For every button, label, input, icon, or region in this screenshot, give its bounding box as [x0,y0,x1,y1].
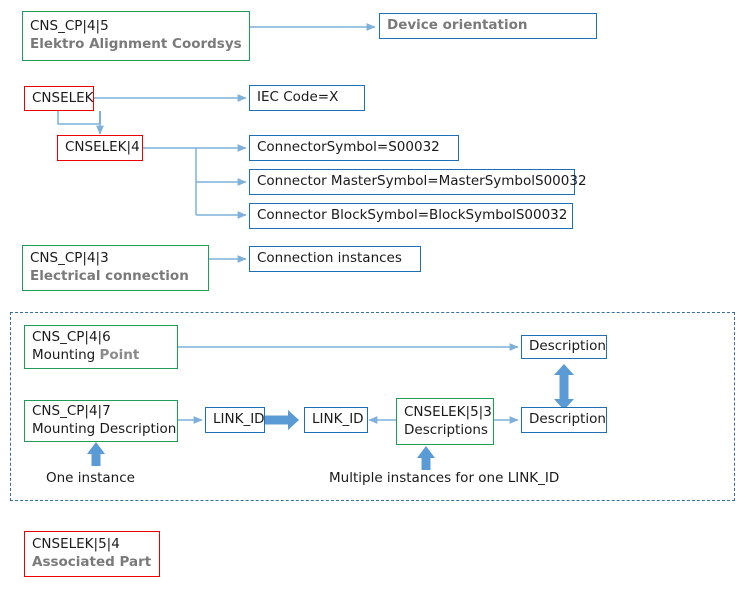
node-link-id-right[interactable]: LINK_ID [304,407,368,433]
node-cns-cp-4-6-line2-gray: Point [99,347,140,363]
node-connector-block-symbol-label: Connector BlockSymbol=BlockSymbolS00032 [257,207,568,224]
node-iec-code-label: IEC Code=X [257,89,339,106]
node-cns-cp-4-7-line1: CNS_CP|4|7 [32,403,111,420]
node-device-orientation[interactable]: Device orientation [379,13,597,39]
node-cns-cp-4-5-line1: CNS_CP|4|5 [30,18,109,35]
wire-cnselek-to-cnselek4 [57,111,104,135]
node-description-bottom-label: Description [529,411,606,428]
node-cnselek-5-3-line2: Descriptions [404,421,488,438]
node-cns-cp-4-5-line2: Elektro Alignment Coordsys [30,36,242,52]
node-cnselek-5-4-line2: Associated Part [32,554,152,570]
node-cnselek-4-label: CNSELEK|4 [65,139,140,156]
node-cns-cp-4-6-line1: CNS_CP|4|6 [32,329,111,346]
node-cns-cp-4-6-line2: Mounting Point [32,347,171,365]
node-description-top-label: Description [529,338,606,355]
node-description-top[interactable]: Description [521,335,607,359]
multiple-instances-up-arrow [417,446,435,470]
dashed-group-frame [10,312,735,501]
caption-one-instance: One instance [46,470,135,486]
node-cns-cp-4-3[interactable]: CNS_CP|4|3 Electrical connection [22,245,209,291]
node-cnselek-5-3-line1: CNSELEK|5|3 [404,403,492,420]
node-cnselek[interactable]: CNSELEK [24,86,94,111]
node-cnselek-5-4[interactable]: CNSELEK|5|4 Associated Part [24,531,160,577]
node-connector-symbol-label: ConnectorSymbol=S00032 [257,139,440,156]
node-connection-instances[interactable]: Connection instances [249,246,421,272]
one-instance-up-arrow [87,442,105,466]
node-connection-instances-label: Connection instances [257,250,402,267]
node-cnselek-label: CNSELEK [32,89,94,106]
description-bidirectional-arrow [554,364,574,410]
node-cns-cp-4-6-line2-dark: Mounting [32,347,96,363]
node-cnselek-5-3[interactable]: CNSELEK|5|3 Descriptions [396,398,494,445]
link-id-bidirectional-arrow [241,410,299,430]
node-connector-block-symbol[interactable]: Connector BlockSymbol=BlockSymbolS00032 [249,203,573,229]
node-cns-cp-4-3-line1: CNS_CP|4|3 [30,250,109,267]
node-iec-code[interactable]: IEC Code=X [249,85,365,111]
node-connector-symbol[interactable]: ConnectorSymbol=S00032 [249,135,459,161]
node-cns-cp-4-6[interactable]: CNS_CP|4|6 Mounting Point [24,325,178,369]
node-cns-cp-4-7-line2: Mounting Description [32,421,177,437]
node-cns-cp-4-3-line2: Electrical connection [30,268,189,284]
node-description-bottom[interactable]: Description [521,407,607,433]
caption-multiple-instances: Multiple instances for one LINK_ID [329,470,560,486]
node-cnselek-4[interactable]: CNSELEK|4 [57,135,143,161]
node-cnselek-5-4-line1: CNSELEK|5|4 [32,536,120,553]
node-link-id-right-label: LINK_ID [312,411,364,428]
node-connector-master-symbol[interactable]: Connector MasterSymbol=MasterSymbolS0003… [249,169,587,195]
node-cns-cp-4-7[interactable]: CNS_CP|4|7 Mounting Description [24,400,178,442]
node-device-orientation-label: Device orientation [387,17,528,34]
node-connector-master-symbol-label: Connector MasterSymbol=MasterSymbolS0003… [257,173,587,190]
node-link-id-left-label: LINK_ID [213,411,265,428]
node-cns-cp-4-5[interactable]: CNS_CP|4|5 Elektro Alignment Coordsys [22,11,250,61]
node-link-id-left[interactable]: LINK_ID [205,407,265,433]
